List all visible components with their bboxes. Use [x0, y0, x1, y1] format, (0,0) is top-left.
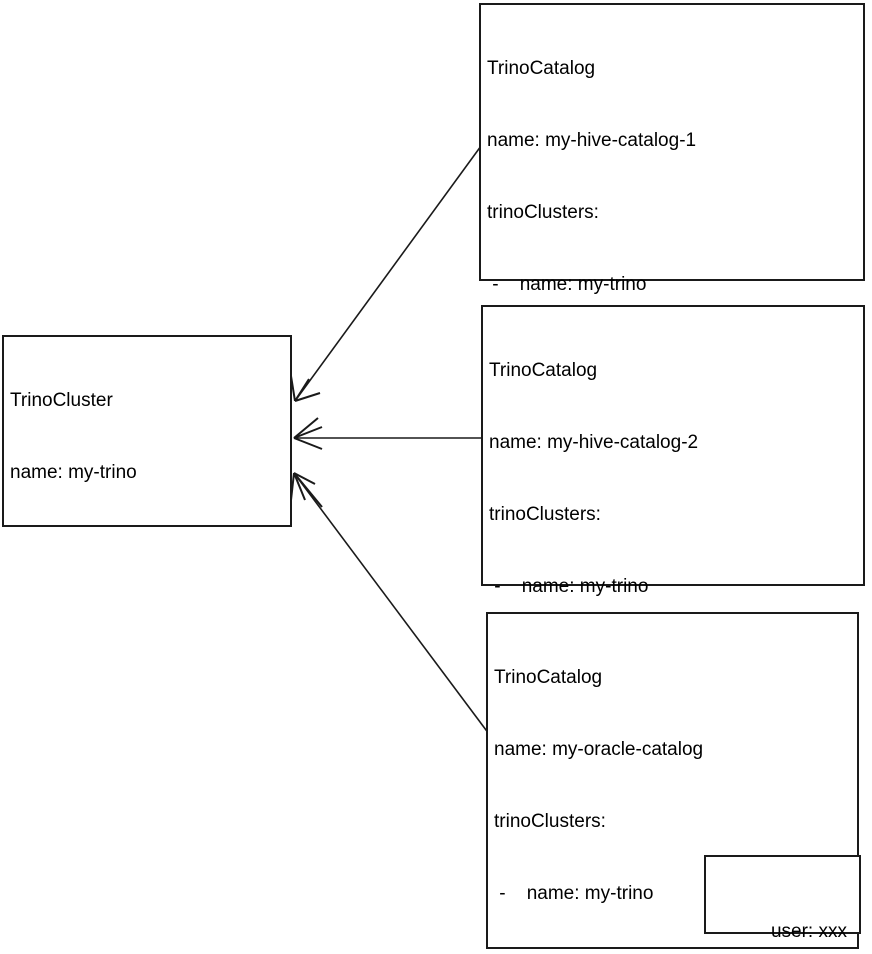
catalog-1-line-1: name: my-hive-catalog-1	[487, 130, 697, 151]
catalog-3-line-3: - name: my-trino	[494, 883, 654, 904]
catalog-2-line-2: trinoClusters:	[489, 504, 601, 525]
node-trino-cluster[interactable]: TrinoCluster name: my-trino	[2, 335, 292, 527]
trino-cluster-line-1: name: my-trino	[10, 462, 137, 483]
trino-cluster-line-0: TrinoCluster	[10, 390, 113, 411]
catalog-3-line-0: TrinoCatalog	[494, 667, 603, 688]
catalog-2-line-3: - name: my-trino	[489, 576, 649, 597]
secret-line-user: user: xxx	[770, 921, 847, 942]
node-catalog-my-hive-catalog-1[interactable]: TrinoCatalog name: my-hive-catalog-1 tri…	[479, 3, 865, 655]
node-secret-oracle-credentials[interactable]: user: xxx password: xxx	[704, 855, 861, 942]
catalog-3-line-2: trinoClusters:	[494, 811, 606, 832]
catalog-3-body: TrinoCatalog name: my-oracle-catalog tri…	[494, 618, 853, 954]
trino-cluster-body: TrinoCluster name: my-trino	[10, 341, 286, 533]
edge-hive-catalog-2	[293, 417, 481, 450]
catalog-2-line-0: TrinoCatalog	[489, 360, 598, 381]
catalog-3-line-1: name: my-oracle-catalog	[494, 739, 704, 760]
catalog-1-line-3: - name: my-trino	[487, 274, 647, 295]
catalog-1-line-2: trinoClusters:	[487, 202, 599, 223]
edge-hive-catalog-1	[290, 145, 482, 402]
secret-body: user: xxx password: xxx	[706, 869, 847, 954]
catalog-1-line-0: TrinoCatalog	[487, 58, 596, 79]
catalog-2-line-1: name: my-hive-catalog-2	[489, 432, 699, 453]
node-catalog-my-oracle-catalog[interactable]: TrinoCatalog name: my-oracle-catalog tri…	[486, 612, 861, 949]
edge-oracle-catalog	[290, 472, 490, 735]
node-catalog-my-hive-catalog-2[interactable]: TrinoCatalog name: my-hive-catalog-2 tri…	[481, 305, 865, 885]
